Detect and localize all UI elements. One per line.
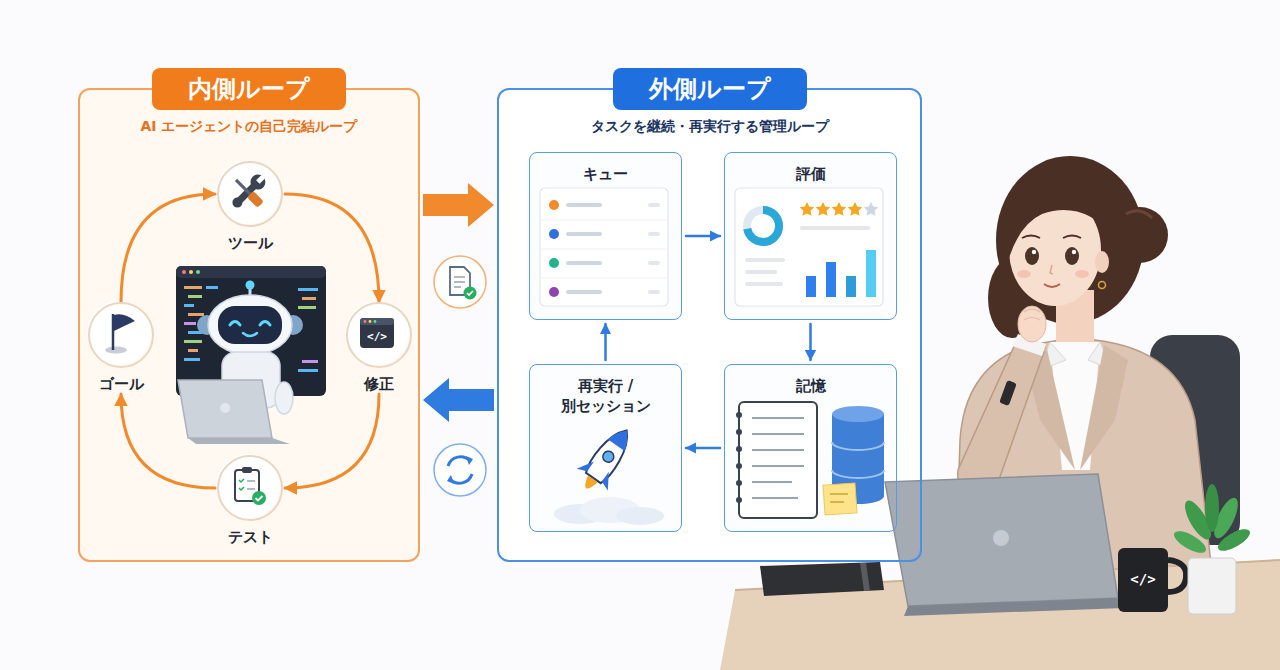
process-box: 評価 (724, 152, 897, 320)
inner-loop-panel: 内側ループAI エージェントの自己完結ループツール修正テストゴール (78, 88, 420, 562)
flow-arrow (604, 324, 607, 360)
robot-illustration (176, 266, 326, 444)
queue-list-illustration (540, 188, 668, 306)
tool-icon (229, 170, 270, 211)
code-symbol: </> (367, 330, 387, 343)
flow-arrow (285, 394, 379, 488)
box-heading: 記憶 (796, 376, 826, 396)
memory-notebook-database-illustration (736, 402, 884, 518)
loop-step: ツール (215, 161, 285, 253)
panel-fills (78, 88, 922, 562)
flow-arrow (686, 447, 720, 450)
flow-arrow (686, 235, 720, 238)
loop-transfer-arrow (423, 183, 494, 227)
step-circle (217, 161, 283, 227)
loop-step: ゴール (86, 302, 156, 394)
loop-step: 修正 (344, 302, 414, 394)
code-icon (360, 318, 394, 348)
refresh-icon (434, 444, 486, 496)
test-icon (235, 467, 266, 505)
panel-title-tab: 内側ループ (152, 68, 346, 110)
step-label: ツール (228, 233, 273, 253)
process-box: 再実行 / 別セッション (529, 364, 682, 532)
flow-arrow (285, 194, 379, 302)
loop-step: テスト (215, 455, 285, 547)
evaluation-chart-illustration (735, 188, 883, 306)
box-heading: キュー (583, 164, 628, 184)
loop-transfer-arrow (423, 378, 494, 422)
step-label: 修正 (364, 374, 394, 394)
box-heading: 再実行 / 別セッション (550, 376, 662, 416)
flow-arrow (121, 194, 215, 302)
panel-subtitle: AI エージェントの自己完結ループ (80, 118, 418, 136)
panel-title-tab: 外側ループ (613, 68, 807, 110)
step-label: テスト (228, 527, 273, 547)
step-label: ゴール (99, 374, 144, 394)
step-circle (217, 455, 283, 521)
step-circle (88, 302, 154, 368)
woman-at-desk-illustration (720, 156, 1280, 670)
document-icon (434, 256, 486, 308)
rocket-illustration (554, 420, 664, 525)
box-heading: 評価 (796, 164, 826, 184)
flow-arrow (121, 394, 215, 488)
outer-loop-panel: 外側ループタスクを継続・再実行する管理ループキュー評価記憶再実行 / 別セッショ… (497, 88, 922, 562)
panel-subtitle: タスクを継続・再実行する管理ループ (499, 118, 920, 136)
process-box: 記憶 (724, 364, 897, 532)
process-box: キュー (529, 152, 682, 320)
goal-flag-icon (105, 314, 135, 354)
flow-arrow (809, 324, 812, 360)
code-symbol: </> (1130, 571, 1155, 587)
